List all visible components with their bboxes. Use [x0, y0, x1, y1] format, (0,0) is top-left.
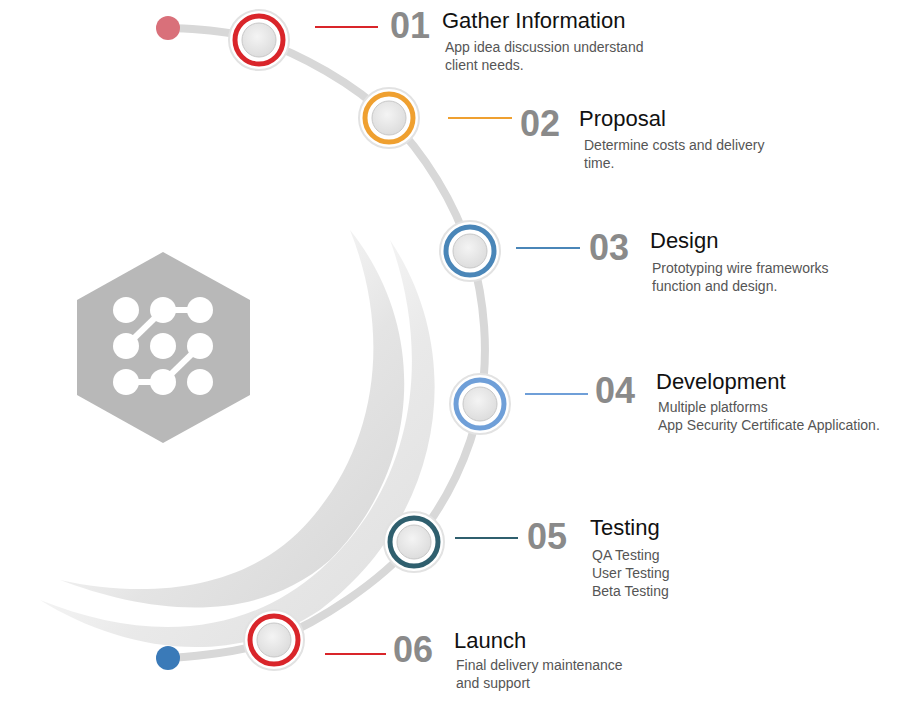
- icon-dot: [150, 369, 176, 395]
- leader-line: [448, 117, 512, 119]
- step-number: 02: [520, 106, 560, 142]
- ring-center: [257, 623, 291, 657]
- hexagon-icon: [77, 252, 250, 443]
- icon-dot: [113, 333, 139, 359]
- icon-dot: [150, 297, 176, 323]
- ring-center: [397, 525, 431, 559]
- step-description: Determine costs and delivery time.: [584, 136, 784, 172]
- step-ring: [446, 227, 494, 275]
- step-description: Beta Testing: [592, 582, 669, 600]
- icon-dot: [187, 369, 213, 395]
- step-marker: [359, 88, 512, 148]
- icon-dot: [187, 297, 213, 323]
- step-description: App idea discussion understand client ne…: [445, 38, 660, 74]
- step-title: Proposal: [579, 106, 666, 132]
- shadow-swoosh: [40, 240, 435, 647]
- ring-center: [242, 23, 276, 57]
- step-ring: [456, 380, 504, 428]
- ring-center: [372, 101, 406, 135]
- step-description: User Testing: [592, 564, 670, 582]
- step-marker: [450, 374, 588, 434]
- timeline-arc: [168, 28, 485, 658]
- step-marker: [384, 512, 518, 572]
- step-title: Design: [650, 228, 718, 254]
- step-description: QA Testing: [592, 546, 659, 564]
- ring-halo: [359, 88, 419, 148]
- icon-dot: [113, 297, 139, 323]
- leader-line: [325, 653, 386, 655]
- leader-line: [315, 26, 378, 28]
- step-marker: [440, 221, 580, 281]
- icon-dot: [150, 333, 176, 359]
- step-description: Final delivery maintenance and support: [456, 656, 646, 692]
- ring-halo: [440, 221, 500, 281]
- step-ring: [250, 616, 298, 664]
- step-marker: [244, 610, 386, 670]
- ring-center: [463, 387, 497, 421]
- step-number: 05: [527, 519, 567, 555]
- step-ring: [235, 16, 283, 64]
- icon-dot: [113, 369, 139, 395]
- arc-end-dot: [156, 16, 180, 40]
- ring-halo: [229, 10, 289, 70]
- leader-line: [516, 247, 580, 249]
- step-description: App Security Certificate Application.: [658, 416, 880, 434]
- step-title: Launch: [454, 628, 526, 654]
- step-title: Gather Information: [442, 8, 625, 34]
- step-number: 04: [595, 373, 635, 409]
- ring-halo: [450, 374, 510, 434]
- step-description: Prototyping wire frameworks function and…: [652, 259, 857, 295]
- hexagon: [77, 252, 250, 443]
- arc-end-dot: [156, 646, 180, 670]
- step-description: Multiple platforms: [658, 398, 768, 416]
- leader-line: [525, 393, 588, 395]
- ring-halo: [384, 512, 444, 572]
- leader-line: [455, 537, 518, 539]
- step-title: Testing: [590, 515, 660, 541]
- step-marker: [229, 10, 378, 70]
- ring-center: [453, 234, 487, 268]
- step-number: 06: [393, 632, 433, 668]
- step-ring: [365, 94, 413, 142]
- step-ring: [390, 518, 438, 566]
- ring-halo: [244, 610, 304, 670]
- icon-dot: [187, 333, 213, 359]
- step-number: 01: [390, 8, 430, 44]
- step-title: Development: [656, 369, 786, 395]
- step-number: 03: [589, 230, 629, 266]
